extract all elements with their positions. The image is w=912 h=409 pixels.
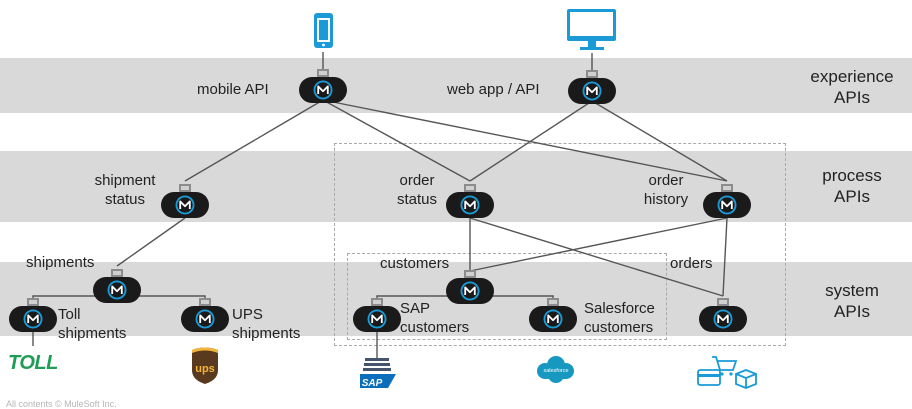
ups-logo: ups [192, 347, 218, 384]
order-history-node[interactable] [702, 183, 752, 219]
desktop-monitor-icon [567, 9, 616, 50]
sap-customers-node[interactable] [352, 297, 402, 333]
toll-shipments-node[interactable] [8, 297, 58, 333]
experience-tier-band [0, 58, 912, 113]
shipment-status-node[interactable] [160, 183, 210, 219]
mobile-api-node[interactable] [298, 68, 348, 104]
shipments-node[interactable] [92, 268, 142, 304]
orders-node[interactable] [698, 297, 748, 333]
shopping-cart-icon [712, 356, 738, 376]
svg-text:ups: ups [195, 363, 215, 375]
mobile-api-label: mobile API [197, 81, 269, 98]
customers-label: customers [380, 255, 450, 272]
sap-logo: SAP [360, 358, 396, 389]
toll-logo: TOLL [8, 352, 59, 374]
salesforce-logo: salesforce [537, 356, 574, 383]
svg-text:SAP: SAP [362, 378, 383, 389]
web-app-api-node[interactable] [567, 69, 617, 105]
web-app-api-label: web app / API [447, 81, 540, 98]
package-box-icon [735, 369, 757, 389]
ups-shipments-node[interactable] [180, 297, 230, 333]
svg-text:TOLL: TOLL [8, 352, 58, 374]
credit-card-icon [697, 369, 721, 386]
svg-text:salesforce: salesforce [543, 368, 568, 374]
orders-label: orders [670, 255, 713, 272]
shipments-label: shipments [26, 254, 95, 271]
order-status-node[interactable] [445, 183, 495, 219]
mobile-phone-icon [314, 13, 333, 48]
copyright-footer: All contents © MuleSoft Inc. [6, 399, 117, 409]
salesforce-customers-node[interactable] [528, 297, 578, 333]
customers-group [347, 253, 667, 340]
order-domain-group [334, 143, 786, 346]
